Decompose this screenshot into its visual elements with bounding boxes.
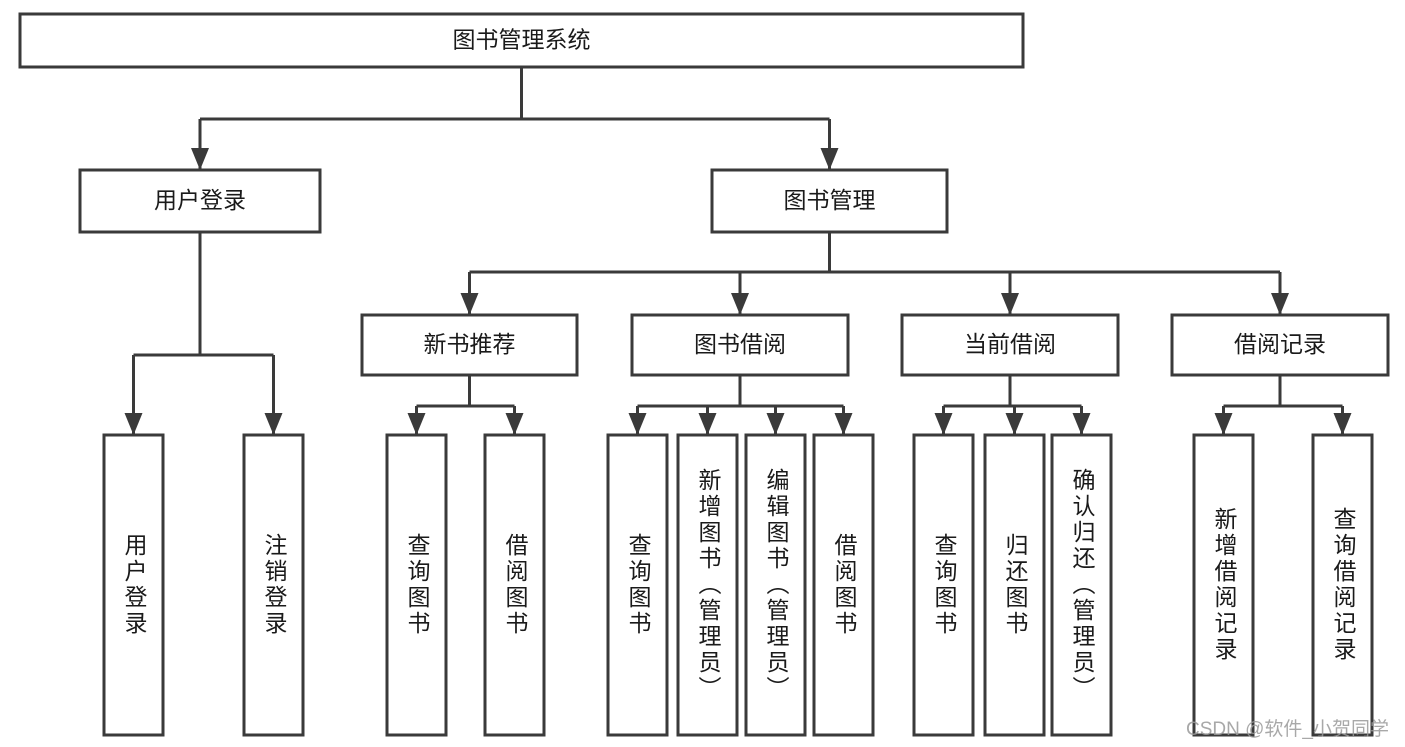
node-box-recommend-query-book[interactable] xyxy=(385,433,448,737)
node-label-root: 图书管理系统 xyxy=(453,27,591,53)
node-box-borrow-add-book[interactable] xyxy=(676,433,739,737)
node-box-user-login[interactable] xyxy=(78,168,322,234)
node-box-root[interactable] xyxy=(18,12,1025,69)
arrow-head-icon xyxy=(264,413,283,435)
arrow-head-icon xyxy=(124,413,143,435)
node-label-borrow-records: 借阅记录 xyxy=(1234,331,1326,357)
arrow-head-icon xyxy=(820,148,839,170)
node-label-borrow-add-book: 新增图书（管理员） xyxy=(695,468,721,702)
node-box-borrow-query-book[interactable] xyxy=(606,433,669,737)
node-box-recommend-borrow-book[interactable] xyxy=(483,433,546,737)
arrow-head-icon xyxy=(1214,413,1233,435)
node-label-new-book-recommend: 新书推荐 xyxy=(424,331,516,357)
arrow-head-icon xyxy=(460,293,479,315)
arrow-head-icon xyxy=(628,413,647,435)
node-label-records-query-record: 查询借阅记录 xyxy=(1330,507,1356,663)
node-label-records-add-record: 新增借阅记录 xyxy=(1211,507,1237,663)
arrow-head-icon xyxy=(505,413,524,435)
node-box-current-confirm-return[interactable] xyxy=(1050,433,1113,737)
arrow-head-icon xyxy=(1072,413,1091,435)
arrow-head-icon xyxy=(1333,413,1352,435)
connector-layer xyxy=(124,67,1352,435)
node-box-layer xyxy=(18,12,1390,737)
node-box-records-query-record[interactable] xyxy=(1311,433,1374,737)
node-label-borrow-edit-book: 编辑图书（管理员） xyxy=(763,468,789,702)
csdn-watermark: CSDN @软件_小贺同学 xyxy=(1186,719,1389,740)
arrow-head-icon xyxy=(1001,293,1019,315)
arrow-head-icon xyxy=(731,293,749,315)
node-label-borrow-borrow-book: 借阅图书 xyxy=(831,533,857,637)
node-box-borrow-borrow-book[interactable] xyxy=(812,433,875,737)
arrow-head-icon xyxy=(698,413,717,435)
node-box-current-query-book[interactable] xyxy=(912,433,975,737)
node-label-user-login: 用户登录 xyxy=(154,187,246,213)
node-box-new-book-recommend[interactable] xyxy=(360,313,579,377)
arrow-head-icon xyxy=(1271,293,1289,315)
node-box-user-login-leaf[interactable] xyxy=(102,433,165,737)
node-box-borrow-records[interactable] xyxy=(1170,313,1390,377)
node-label-current-return-book: 归还图书 xyxy=(1002,533,1028,637)
node-box-user-logout-leaf[interactable] xyxy=(242,433,305,737)
arrow-head-icon xyxy=(766,413,785,435)
node-label-book-borrow: 图书借阅 xyxy=(694,331,786,357)
arrow-head-icon xyxy=(934,413,953,435)
node-box-borrow-edit-book[interactable] xyxy=(744,433,807,737)
node-label-book-management: 图书管理 xyxy=(784,187,876,213)
node-label-recommend-borrow-book: 借阅图书 xyxy=(502,533,528,637)
node-label-current-query-book: 查询图书 xyxy=(931,533,957,637)
node-box-current-borrow[interactable] xyxy=(900,313,1120,377)
node-box-current-return-book[interactable] xyxy=(983,433,1046,737)
node-label-borrow-query-book: 查询图书 xyxy=(625,533,651,637)
arrow-head-icon xyxy=(407,413,426,435)
arrow-head-icon xyxy=(191,148,209,170)
node-label-current-confirm-return: 确认归还（管理员） xyxy=(1069,468,1095,702)
node-label-recommend-query-book: 查询图书 xyxy=(404,533,430,637)
node-box-book-management[interactable] xyxy=(710,168,949,234)
node-label-user-login-leaf: 用户登录 xyxy=(121,533,147,637)
arrow-head-icon xyxy=(1005,413,1024,435)
node-label-user-logout-leaf: 注销登录 xyxy=(261,533,287,637)
node-box-records-add-record[interactable] xyxy=(1192,433,1255,737)
node-label-current-borrow: 当前借阅 xyxy=(964,331,1056,357)
arrow-head-icon xyxy=(834,413,853,435)
node-box-book-borrow[interactable] xyxy=(630,313,850,377)
